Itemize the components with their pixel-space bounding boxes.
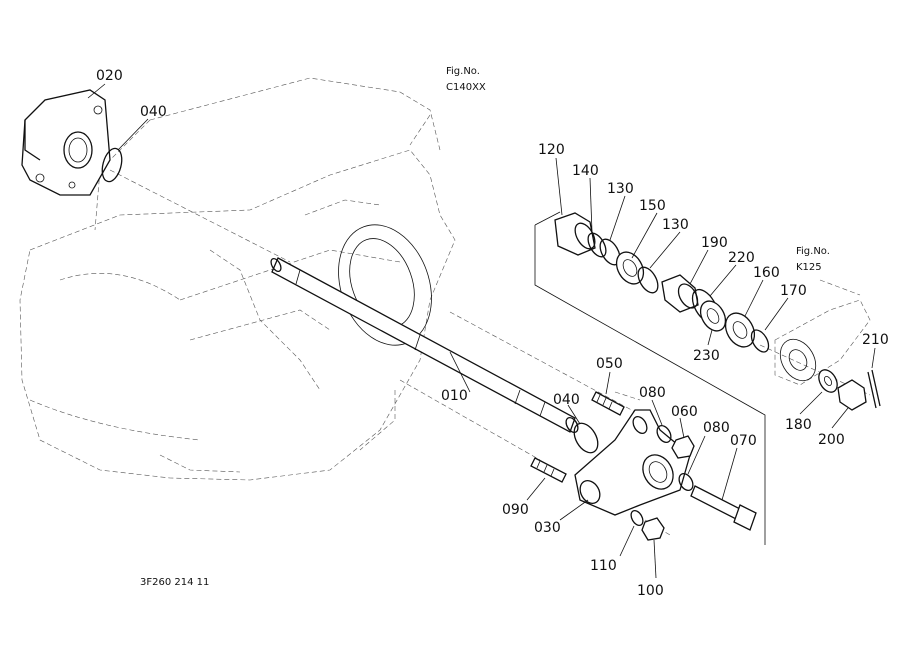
label-120: 120 <box>538 142 565 158</box>
label-170: 170 <box>780 283 807 299</box>
label-070: 070 <box>730 433 757 449</box>
transmission-housing-outline <box>19 77 456 481</box>
label-060: 060 <box>671 404 698 420</box>
fig-ref-right-code: K125 <box>796 262 822 273</box>
part-080-washer-lower <box>678 472 694 492</box>
fig-ref-top: Fig.No. C140XX <box>446 66 486 93</box>
fig-ref-right: Fig.No. K125 <box>796 246 830 273</box>
part-100-nut <box>641 517 665 541</box>
part-010-shaft <box>270 257 579 434</box>
label-020: 020 <box>96 68 123 84</box>
part-050-stud <box>591 391 625 416</box>
assembly-axis-lines <box>109 114 871 536</box>
part-190-collar <box>661 274 699 313</box>
label-220: 220 <box>728 250 755 266</box>
label-180: 180 <box>785 417 812 433</box>
label-130-a: 130 <box>607 181 634 197</box>
label-080-upper: 080 <box>639 385 666 401</box>
label-080-lower: 080 <box>703 420 730 436</box>
fig-ref-top-title: Fig.No. <box>446 66 480 77</box>
fig-ref-top-code: C140XX <box>446 82 486 93</box>
part-040-o-ring-upper <box>101 147 123 183</box>
part-160-bearing <box>724 312 756 348</box>
label-210: 210 <box>862 332 889 348</box>
label-030: 030 <box>534 520 561 536</box>
label-200: 200 <box>818 432 845 448</box>
label-110: 110 <box>590 558 617 574</box>
part-060-nut <box>671 435 695 459</box>
part-030-bracket <box>574 409 691 516</box>
label-leaders <box>87 83 876 579</box>
label-040-lower: 040 <box>553 392 580 408</box>
label-150: 150 <box>639 198 666 214</box>
label-040-upper: 040 <box>140 104 167 120</box>
drawing-code: 3F260 214 11 <box>140 577 209 588</box>
label-230: 230 <box>693 348 720 364</box>
part-020-flange-housing <box>21 89 111 196</box>
hub-k125-reference <box>774 279 871 386</box>
label-140: 140 <box>572 163 599 179</box>
label-160: 160 <box>753 265 780 281</box>
part-090-stud <box>530 457 567 483</box>
part-120-bearing <box>554 212 596 256</box>
part-040-o-ring-lower <box>573 422 599 454</box>
label-190: 190 <box>701 235 728 251</box>
part-080-washer-upper <box>656 424 672 444</box>
part-150-bearing <box>615 251 645 285</box>
part-230-washer <box>699 300 727 332</box>
part-130-snap-ring-b <box>637 266 659 294</box>
label-130-b: 130 <box>662 217 689 233</box>
part-110-washer <box>630 509 644 527</box>
part-180-washer <box>818 369 838 393</box>
part-210-cotter-pin <box>867 369 881 409</box>
label-090: 090 <box>502 502 529 518</box>
label-100: 100 <box>637 583 664 599</box>
fig-ref-right-title: Fig.No. <box>796 246 830 257</box>
part-070-bolt <box>690 485 757 531</box>
part-170-snap-ring <box>750 329 770 353</box>
label-010: 010 <box>441 388 468 404</box>
sub-assembly-frame <box>534 211 766 545</box>
part-number-labels: 020 040 120 140 130 150 130 190 220 160 … <box>96 68 889 599</box>
housing-bore <box>338 224 432 346</box>
label-050: 050 <box>596 356 623 372</box>
part-200-castle-nut <box>837 379 867 411</box>
